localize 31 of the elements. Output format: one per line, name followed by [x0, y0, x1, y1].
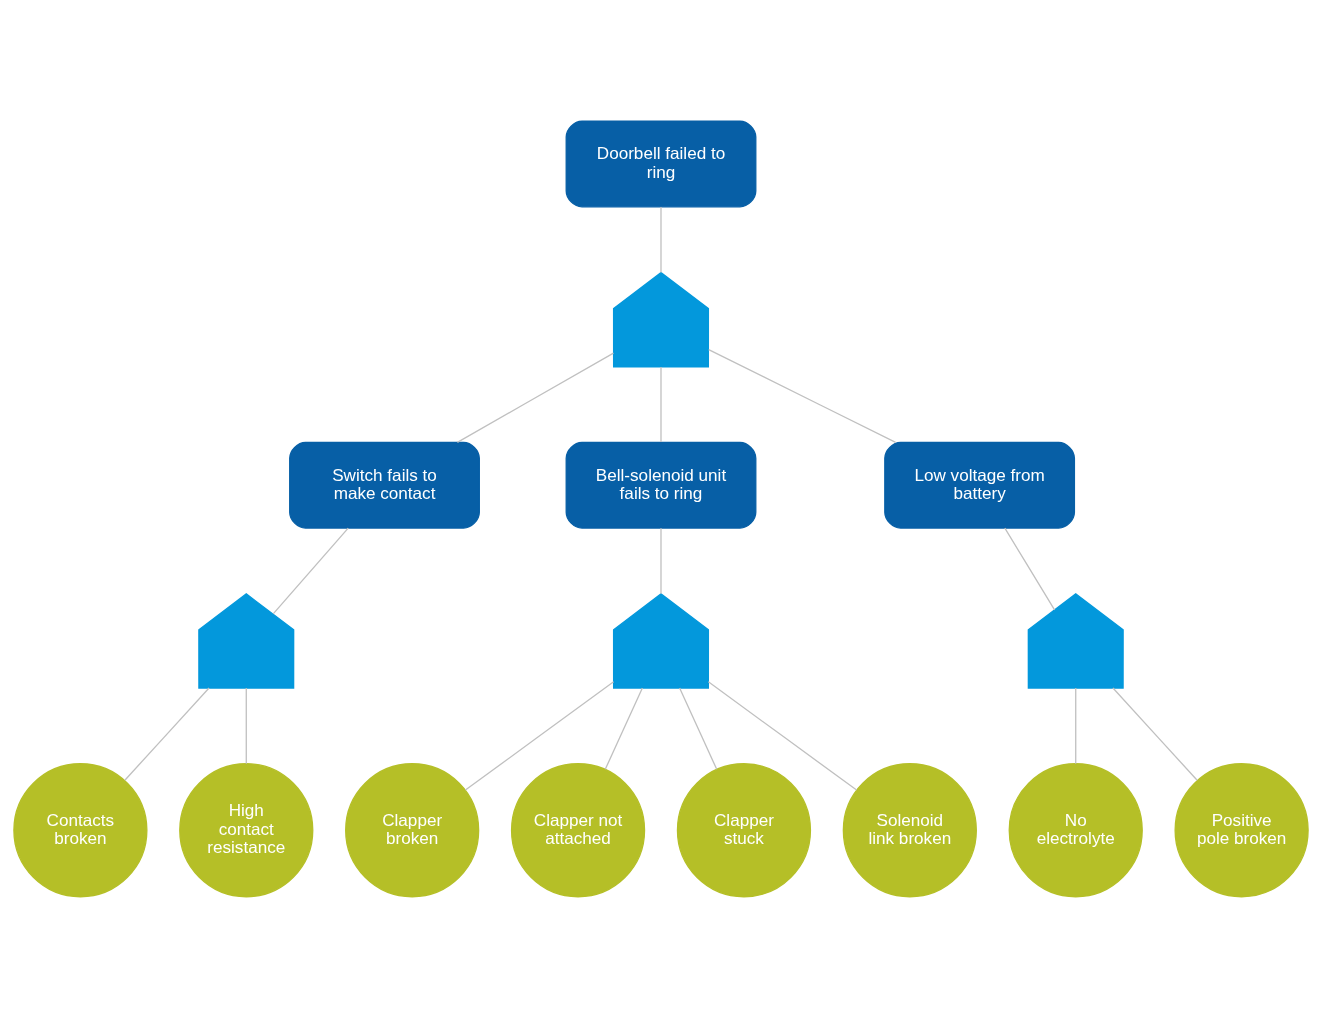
- node-gate: [612, 271, 710, 368]
- node-circle: Contacts broken: [13, 763, 148, 898]
- connector: [1112, 687, 1198, 781]
- connector: [245, 687, 247, 765]
- node-circle: Clapper broken: [345, 763, 480, 898]
- node-circle: Clapper not attached: [510, 763, 646, 898]
- node-box: Doorbell failed to ring: [565, 120, 757, 208]
- connector: [1075, 687, 1077, 765]
- connector: [272, 527, 349, 615]
- connector: [604, 687, 644, 770]
- node-gate: [612, 593, 710, 689]
- connector: [660, 206, 662, 274]
- connector: [660, 366, 662, 443]
- node-gate: [1027, 593, 1124, 689]
- connector: [456, 352, 615, 443]
- connector: [124, 687, 210, 781]
- node-circle: Clapper stuck: [676, 763, 812, 898]
- node-box: Switch fails to make contact: [289, 441, 480, 529]
- node-circle: High contact resistance: [179, 763, 314, 898]
- connector: [1004, 527, 1056, 611]
- connector: [707, 681, 858, 791]
- node-circle: No electrolyte: [1008, 763, 1143, 898]
- node-circle: Solenoid link broken: [842, 763, 977, 898]
- connector: [678, 687, 718, 770]
- connector: [660, 527, 662, 595]
- node-gate: [198, 593, 295, 689]
- connector: [464, 681, 615, 791]
- node-circle: Positive pole broken: [1174, 763, 1309, 898]
- connector: [708, 349, 897, 443]
- node-box: Bell-solenoid unit fails to ring: [565, 441, 757, 529]
- node-box: Low voltage from battery: [884, 441, 1076, 529]
